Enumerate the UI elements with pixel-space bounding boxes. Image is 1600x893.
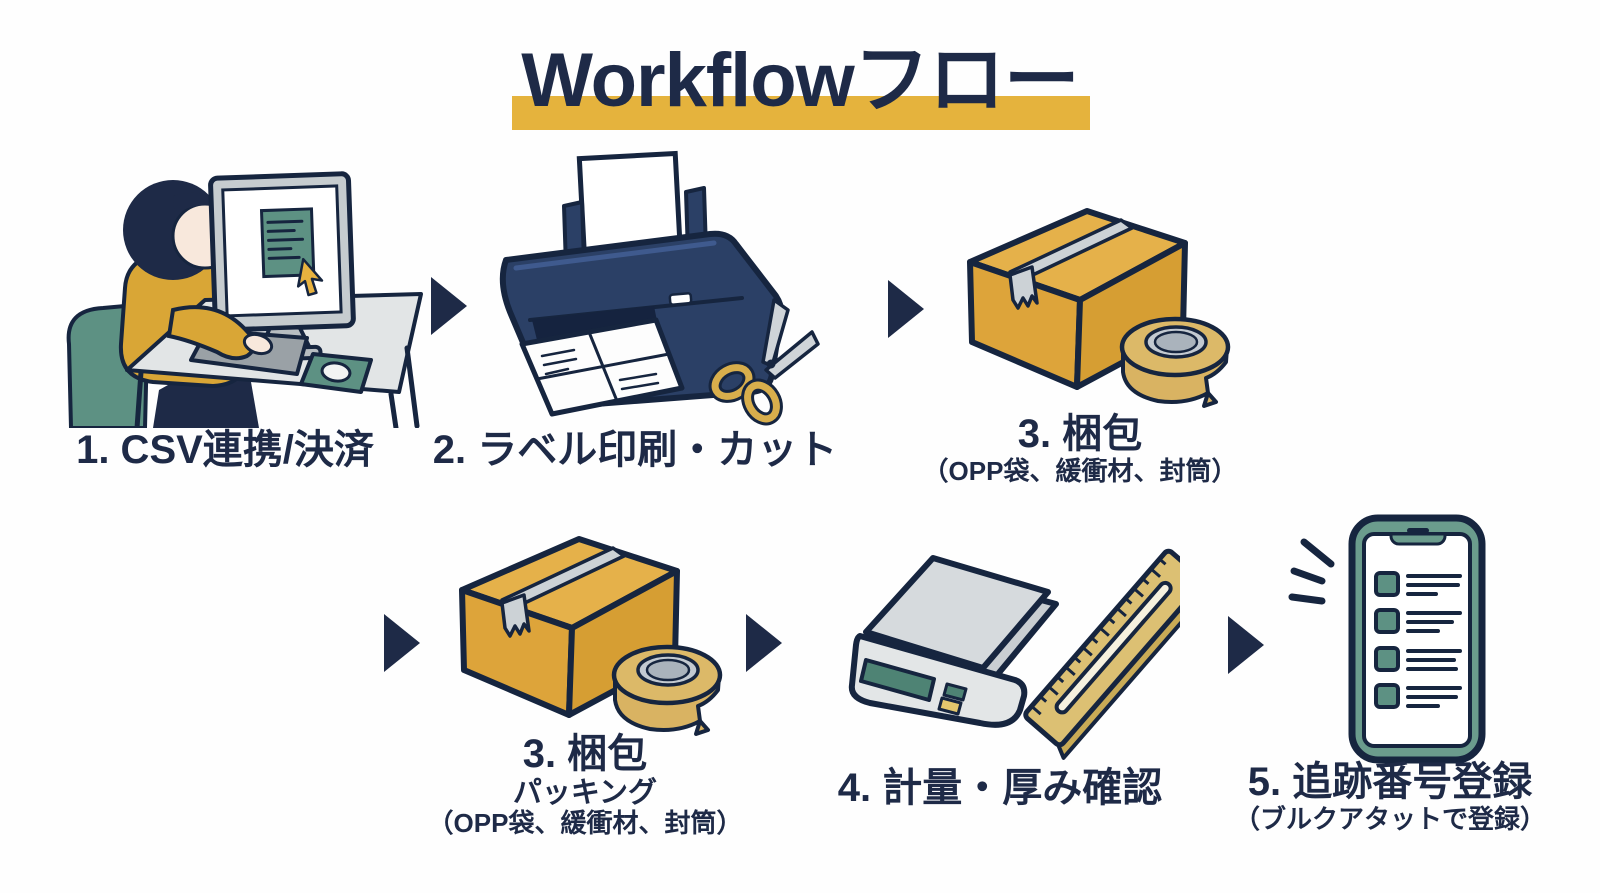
step-5-label: 5. 追跡番号登録 （ブルクアタットで登録） xyxy=(1205,760,1575,834)
cursor-icon xyxy=(296,257,324,297)
step-5-label-main: 5. 追跡番号登録 xyxy=(1247,760,1533,804)
tape-roll xyxy=(1119,316,1231,408)
tape-roll xyxy=(611,644,723,736)
cardboard-box xyxy=(459,536,680,718)
checklist xyxy=(1374,571,1462,709)
flow-arrow-icon xyxy=(431,277,467,335)
step-3b-illustration xyxy=(412,518,732,743)
hand xyxy=(242,332,274,356)
flow-arrow-icon xyxy=(888,280,924,338)
scale-button-yellow xyxy=(937,696,963,716)
scale-platform xyxy=(863,555,1051,671)
step-2-illustration xyxy=(470,148,820,428)
ruler-ticks xyxy=(1030,557,1167,716)
scissors-icon xyxy=(708,298,820,426)
step-3b-sublabel-packing: パッキング xyxy=(512,776,658,809)
ruler xyxy=(1023,548,1180,760)
step-3b-label-main: 3. 梱包 xyxy=(522,732,648,776)
step-3-label-main: 3. 梱包 xyxy=(1017,412,1143,456)
step-4-illustration xyxy=(830,540,1180,765)
printer-button xyxy=(668,292,693,306)
scale-and-ruler-icon xyxy=(848,548,1180,760)
title-highlight-bar xyxy=(512,96,1090,130)
flow-arrow-icon xyxy=(384,614,420,672)
cardboard-box-and-tape-icon xyxy=(967,208,1231,408)
notch xyxy=(1389,532,1447,546)
scale-button-green xyxy=(942,682,968,702)
printer-and-scissors-icon xyxy=(499,150,820,426)
cardboard-box-and-tape-icon xyxy=(459,536,723,736)
step-1-label: 1. CSV連携/決済 xyxy=(76,428,374,472)
step-3b-sublabel-materials: （OPP袋、緩衝材、封筒） xyxy=(427,808,743,839)
step-4-label: 4. 計量・厚み確認 xyxy=(837,766,1163,810)
step-3-sublabel: （OPP袋、緩衝材、封筒） xyxy=(922,455,1238,486)
tape-flap xyxy=(500,593,531,638)
step-2-label: 2. ラベル印刷・カット xyxy=(432,428,838,472)
step-5-illustration xyxy=(1268,498,1488,766)
mouse-pad xyxy=(299,352,373,394)
page-title: Workflowフロー xyxy=(521,38,1080,123)
smartphone xyxy=(1348,514,1486,764)
arm xyxy=(166,305,257,361)
step-1-illustration xyxy=(55,148,425,428)
tape-flap xyxy=(1008,265,1039,310)
cardboard-box xyxy=(967,208,1188,390)
flow-arrow-icon xyxy=(1228,616,1264,674)
flow-arrow-icon xyxy=(746,614,782,672)
title-block: Workflowフロー xyxy=(0,18,1600,138)
step-3b-label: 3. 梱包 パッキング （OPP袋、緩衝材、封筒） xyxy=(395,732,775,838)
skirt xyxy=(153,373,259,428)
person-at-computer-icon xyxy=(66,171,423,428)
smartphone-checklist-icon xyxy=(1288,514,1486,764)
step-5-sublabel: （ブルクアタットで登録） xyxy=(1233,803,1546,834)
step-3-label: 3. 梱包 （OPP袋、緩衝材、封筒） xyxy=(890,412,1270,486)
weighing-scale xyxy=(848,555,1059,728)
scale-display xyxy=(859,658,936,702)
notification-dashes xyxy=(1288,538,1335,605)
step-3-illustration xyxy=(920,190,1240,415)
label-sheet xyxy=(519,317,685,417)
